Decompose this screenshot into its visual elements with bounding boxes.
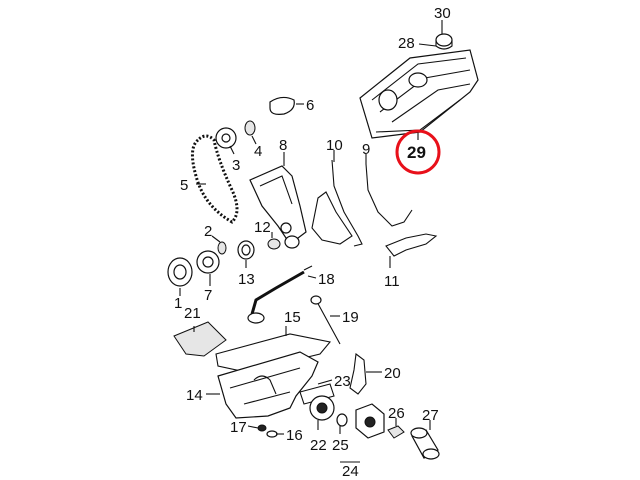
windage-tray[interactable]	[173, 321, 227, 357]
callout-3: 3	[232, 157, 240, 174]
callout-18: 18	[318, 271, 335, 288]
gasket-10[interactable]	[331, 159, 363, 247]
callout-28: 28	[398, 35, 415, 52]
oil-pickup-19[interactable]	[310, 295, 341, 345]
callout-12: 12	[254, 219, 271, 236]
callout-10: 10	[326, 137, 343, 154]
oil-pump-22[interactable]	[309, 395, 335, 421]
callout-5: 5	[180, 177, 188, 194]
timing-cover[interactable]	[249, 165, 307, 245]
callout-19: 19	[342, 309, 359, 326]
callout-16: 16	[286, 427, 303, 444]
callout-1: 1	[174, 295, 182, 312]
callout-14: 14	[186, 387, 203, 404]
oil-filler-cap[interactable]	[435, 33, 453, 50]
oil-pump-housing[interactable]	[355, 403, 385, 439]
callout-26: 26	[388, 405, 405, 422]
bolt-4[interactable]	[244, 120, 256, 136]
callout-15: 15	[284, 309, 301, 326]
seal-12[interactable]	[267, 235, 300, 250]
callout-30: 30	[434, 5, 451, 22]
callout-27: 27	[422, 407, 439, 424]
fitting-26[interactable]	[387, 425, 405, 439]
callout-4: 4	[254, 143, 262, 160]
callout-13: 13	[238, 271, 255, 288]
callout-17: 17	[230, 419, 247, 436]
callout-23: 23	[334, 373, 351, 390]
callout-21: 21	[184, 305, 201, 322]
seal-13[interactable]	[237, 240, 255, 260]
seal-25[interactable]	[336, 413, 348, 427]
callout-29[interactable]: 29	[407, 143, 426, 162]
callout-9: 9	[362, 141, 370, 158]
callout-24: 24	[342, 463, 359, 480]
highlight-ring	[395, 129, 441, 175]
bracket-20[interactable]	[349, 352, 367, 395]
callout-22: 22	[310, 437, 327, 454]
gasket-9[interactable]	[365, 163, 413, 227]
oil-pan-gasket[interactable]	[215, 333, 332, 373]
gasket-23[interactable]	[299, 383, 335, 405]
gasket-6[interactable]	[269, 96, 295, 115]
gasket-11[interactable]	[385, 233, 438, 257]
sprocket-2[interactable]	[217, 241, 227, 255]
valve-cover[interactable]	[359, 49, 479, 139]
callout-7: 7	[204, 287, 212, 304]
timing-chain[interactable]	[191, 134, 239, 224]
callout-20: 20	[384, 365, 401, 382]
callout-8: 8	[279, 137, 287, 154]
drain-plug[interactable]	[257, 424, 278, 438]
oil-filter[interactable]	[410, 427, 440, 460]
damper-1[interactable]	[167, 257, 193, 287]
cam-sprocket[interactable]	[215, 127, 237, 149]
cover-gasket[interactable]	[311, 191, 353, 245]
callout-11: 11	[384, 273, 400, 290]
callout-2: 2	[204, 223, 212, 240]
dipstick-tube[interactable]	[247, 265, 313, 324]
crank-sprocket-7[interactable]	[196, 250, 220, 274]
callout-25: 25	[332, 437, 349, 454]
oil-pan[interactable]	[217, 351, 319, 419]
callout-6: 6	[306, 97, 314, 114]
